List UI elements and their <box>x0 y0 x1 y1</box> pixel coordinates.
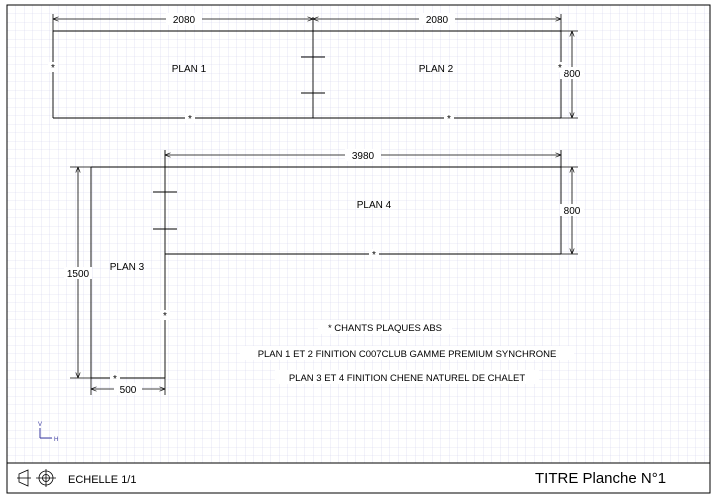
svg-text:*: * <box>113 374 117 385</box>
note-plan12-finish: PLAN 1 ET 2 FINITION C007CLUB GAMME PREM… <box>258 349 557 360</box>
svg-text:*: * <box>372 250 376 261</box>
dimension-plan12-depth: 800 <box>560 30 584 119</box>
sheet-frame <box>6 4 711 494</box>
dimension-plan3-length: 1500 <box>64 166 92 379</box>
dim-plan12-depth: 800 <box>564 69 581 80</box>
dim-plan2-length: 2080 <box>426 15 449 26</box>
svg-text:*: * <box>558 63 562 74</box>
note-chants-abs: * CHANTS PLAQUES ABS <box>328 323 442 334</box>
dim-plan4-length: 3980 <box>352 151 375 162</box>
label-plan2: PLAN 2 <box>419 64 454 75</box>
label-plan3: PLAN 3 <box>110 262 145 273</box>
grid-background <box>7 5 710 463</box>
axis-v-label: V <box>38 422 42 428</box>
scale-label: ECHELLE 1/1 <box>68 474 136 486</box>
dimension-plan3-width: 500 <box>90 378 166 396</box>
edge-markers-plan12: * * * * <box>48 62 565 125</box>
label-plan4: PLAN 4 <box>357 200 392 211</box>
sheet-title: TITRE Planche N°1 <box>535 470 666 487</box>
projection-symbol-icon <box>17 469 56 487</box>
edge-markers-plan34: * * * <box>110 249 379 385</box>
axes-indicator: V H <box>38 422 58 443</box>
dim-plan4-depth: 800 <box>564 206 581 217</box>
svg-text:*: * <box>163 311 167 322</box>
dim-plan3-length: 1500 <box>67 269 90 280</box>
plan-1-2-outline <box>52 17 562 119</box>
dimension-plan1-length: 2080 <box>52 13 313 31</box>
label-plan1: PLAN 1 <box>172 64 207 75</box>
dimension-plan4-length: 3980 <box>165 149 561 162</box>
dimension-plan2-length: 2080 <box>313 13 562 31</box>
note-plan34-finish: PLAN 3 ET 4 FINITION CHENE NATUREL DE CH… <box>289 373 526 384</box>
dim-plan1-length: 2080 <box>173 15 196 26</box>
axis-h-label: H <box>54 437 58 443</box>
svg-text:*: * <box>447 114 451 125</box>
dim-plan3-width: 500 <box>120 385 137 396</box>
dimension-plan4-depth: 800 <box>560 166 584 255</box>
svg-text:*: * <box>188 114 192 125</box>
svg-text:*: * <box>51 63 55 74</box>
